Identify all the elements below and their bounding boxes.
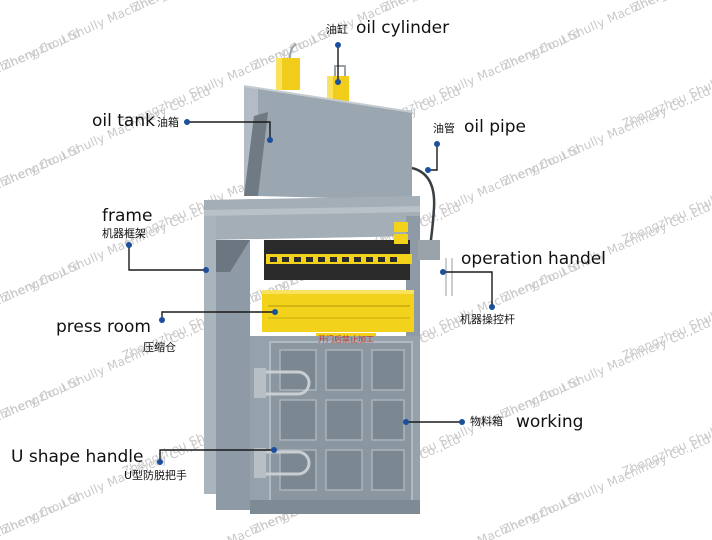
label-operation-handel: operation handel	[461, 249, 606, 269]
press-plate-icon	[262, 254, 414, 332]
label-oil-cylinder-cn: 油缸	[326, 23, 348, 36]
label-frame-cn: 机器框架	[102, 227, 146, 240]
leader-lines	[128, 45, 493, 462]
operation-handle-icon	[418, 240, 453, 296]
label-operation-handel-cn: 机器操控杆	[460, 313, 515, 326]
label-press-room: press room	[56, 317, 151, 337]
oil-cylinder-icon	[276, 43, 349, 102]
label-oil-pipe-cn: 油管	[433, 122, 455, 135]
label-frame: frame	[102, 206, 153, 226]
oil-tank-icon	[243, 85, 413, 200]
warning-sign-text: 开门后禁止加工	[318, 335, 374, 344]
label-press-room-cn: 压缩仓	[143, 341, 176, 354]
working-box-icon	[250, 336, 420, 514]
label-oil-pipe: oil pipe	[464, 117, 527, 137]
label-u-shape-handle-cn: U型防脱把手	[124, 469, 188, 482]
label-working-cn: 物料箱	[470, 415, 503, 428]
label-working: working	[516, 412, 584, 432]
label-oil-cylinder: oil cylinder	[356, 18, 450, 38]
u-shape-handle-icon	[258, 370, 311, 476]
label-u-shape-handle: U shape handle	[11, 447, 144, 467]
label-oil-tank: oil tank	[92, 111, 155, 131]
leader-dots	[126, 42, 495, 465]
label-oil-tank-cn: 油箱	[157, 116, 179, 129]
